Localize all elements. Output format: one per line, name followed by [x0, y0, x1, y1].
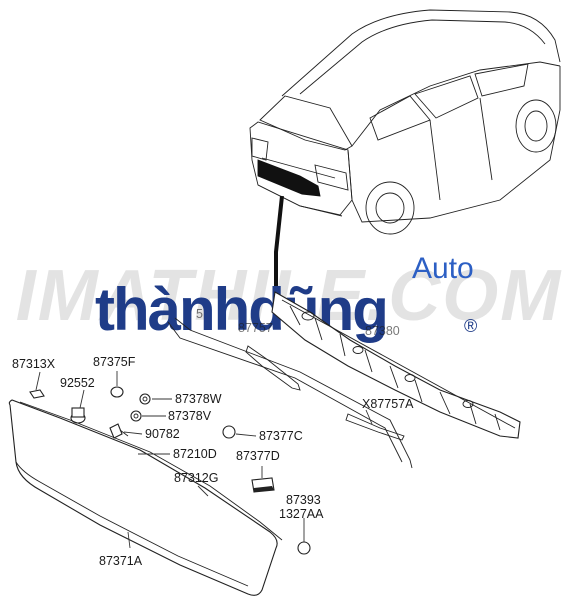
label-87371a: 87371A: [99, 554, 143, 568]
part-long-strip-upper: [174, 317, 413, 469]
part-90782-screw: [109, 423, 129, 439]
part-87393-grommet: [297, 541, 311, 555]
label-1327aa: 1327AA: [279, 507, 324, 521]
part-92552-bolt: [70, 407, 86, 424]
part-87377d-pad: [251, 477, 275, 493]
part-87313x-clip: [29, 389, 45, 399]
part-labels: 87313X 87375F 92552 87378W 87378V 90782 …: [12, 307, 414, 568]
watermark: IMATHILE.COM Auto thànhdũng ®: [16, 252, 561, 343]
label-87378v: 87378V: [168, 409, 212, 423]
label-87377c: 87377C: [259, 429, 303, 443]
part-87380-bracket: [271, 291, 521, 439]
label-87313x: 87313X: [12, 357, 56, 371]
part-87378v-nut: [130, 410, 142, 422]
part-87377c-washer: [222, 425, 236, 439]
leader-lines: [35, 371, 373, 549]
label-87393: 87393: [286, 493, 321, 507]
vehicle-illustration: [249, 9, 561, 235]
label-87210d: 87210D: [173, 447, 217, 461]
part-x87757a-molding: [345, 413, 405, 441]
label-90782: 90782: [145, 427, 180, 441]
watermark-registered-mark: ®: [464, 316, 477, 336]
part-87375f-grommet: [110, 386, 124, 398]
label-5-partial: 5: [196, 307, 203, 321]
part-87757-molding: [245, 345, 301, 391]
part-87378w-washer: [139, 393, 151, 405]
label-87377d: 87377D: [236, 449, 280, 463]
leader-line-car: [274, 195, 284, 300]
label-87380-partial: 87380: [365, 324, 400, 338]
label-87378w: 87378W: [175, 392, 222, 406]
label-x87757a: X87757A: [362, 397, 414, 411]
label-87375f: 87375F: [93, 355, 136, 369]
part-87312g-strip: [19, 401, 283, 541]
label-87757-partial: 87757: [238, 321, 273, 335]
label-87312g: 87312G: [174, 471, 218, 485]
part-87371a-garnish: [8, 399, 278, 596]
watermark-brand-sub: Auto: [412, 252, 474, 285]
label-92552: 92552: [60, 376, 95, 390]
